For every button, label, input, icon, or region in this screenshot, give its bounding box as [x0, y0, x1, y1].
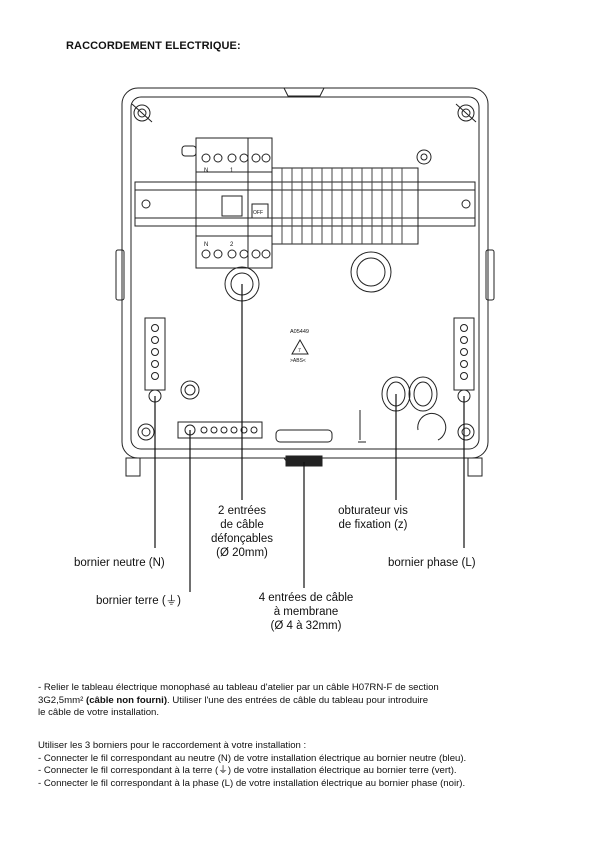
obturator-right: [408, 376, 438, 412]
mark-n-bottom: N: [204, 242, 208, 248]
label-obturateur: obturateur vis de fixation (z): [338, 505, 408, 531]
enclosure-outer: [121, 87, 489, 459]
label-bornier-terre: bornier terre (⏚): [96, 593, 182, 607]
label-bornier-neutre: bornier neutre (N): [74, 557, 165, 569]
earth-ground-icon: ⏚: [218, 765, 228, 777]
instructions-paragraph-1: - Relier le tableau électrique monophasé…: [38, 682, 439, 719]
mark-triangle-num: 7: [298, 348, 301, 354]
mark-one: 1: [230, 168, 234, 174]
mark-ref: A05449: [290, 329, 309, 335]
earth-terminal-block: [177, 421, 263, 439]
corner-screws: [131, 103, 477, 441]
earth-ground-icon: ⏚: [165, 593, 178, 607]
instructions-paragraph-2: Utiliser les 3 borniers pour le raccorde…: [38, 740, 467, 789]
enclosure-inner: [130, 96, 480, 450]
section-title: RACCORDEMENT ELECTRIQUE:: [66, 40, 241, 52]
neutral-terminal-block: [144, 317, 166, 403]
label-bornier-phase: bornier phase (L): [388, 557, 476, 569]
phase-terminal-block: [453, 317, 475, 403]
cover-plate: [271, 167, 419, 245]
din-rail: [134, 181, 476, 227]
circuit-breaker: [195, 137, 273, 269]
mark-off: OFF: [253, 210, 263, 216]
label-entrees-defoncables: 2 entrées de câble défonçables (Ø 20mm): [210, 505, 274, 559]
mark-two: 2: [230, 242, 234, 248]
mark-n-top: N: [204, 168, 208, 174]
mark-abs: >ABS<: [290, 358, 306, 364]
label-entrees-membrane: 4 entrées de câble à membrane (Ø 4 à 32m…: [258, 592, 354, 632]
